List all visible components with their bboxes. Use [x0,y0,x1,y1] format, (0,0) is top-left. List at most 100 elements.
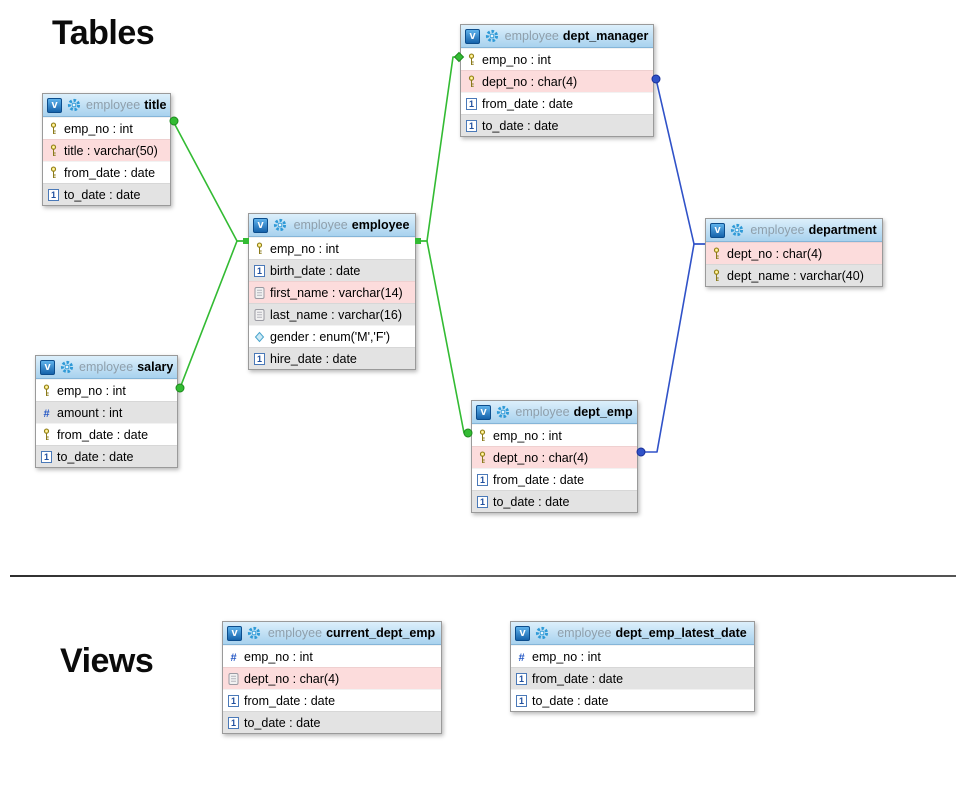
column-row-from_date[interactable]: from_date : date [43,161,170,183]
collapse-toggle-icon[interactable]: v [465,28,480,44]
column-row-title[interactable]: title : varchar(50) [43,139,170,161]
column-label: to_date : date [532,693,609,708]
text-icon [253,308,265,321]
column-row-hire_date[interactable]: 1 hire_date : date [249,347,415,369]
table-options-gear-icon[interactable] [67,98,81,112]
svg-text:1: 1 [230,718,235,728]
column-label: from_date : date [493,472,585,487]
table-options-gear-icon[interactable] [485,29,499,43]
date-icon: 1 [253,264,265,277]
column-label: to_date : date [493,494,570,509]
column-row-dept_name[interactable]: dept_name : varchar(40) [706,264,882,286]
column-label: hire_date : date [270,351,357,366]
key-icon [476,451,488,464]
column-row-dept_no[interactable]: dept_no : char(4) [461,70,653,92]
column-label: to_date : date [244,715,321,730]
column-row-from_date[interactable]: from_date : date [36,423,177,445]
column-label: from_date : date [64,165,156,180]
svg-text:1: 1 [256,354,261,364]
date-icon: 1 [515,672,527,685]
key-icon [47,122,59,135]
column-label: emp_no : int [270,241,339,256]
collapse-toggle-icon[interactable]: v [227,625,242,641]
column-row-emp_no[interactable]: emp_no : int [461,48,653,70]
column-row-first_name[interactable]: first_name : varchar(14) [249,281,415,303]
relation-line-employee-dept_emp [416,240,471,434]
column-row-dept_no[interactable]: dept_no : char(4) [706,242,882,264]
svg-text:1: 1 [479,475,484,485]
column-row-from_date[interactable]: 1 from_date : date [472,468,637,490]
date-icon: 1 [515,694,527,707]
collapse-toggle-icon[interactable]: v [253,217,268,233]
key-icon [253,242,265,255]
table-options-gear-icon[interactable] [730,223,744,237]
relation-endpoint-circle [169,116,179,126]
column-row-emp_no[interactable]: emp_no : int [472,424,637,446]
schema-name: employee [267,626,323,640]
svg-text:1: 1 [50,190,55,200]
column-row-amount[interactable]: #amount : int [36,401,177,423]
column-label: dept_no : char(4) [493,450,589,465]
column-row-emp_no[interactable]: emp_no : int [43,117,170,139]
collapse-toggle-icon[interactable]: v [710,222,725,238]
collapse-toggle-icon[interactable]: v [47,97,62,113]
key-icon [47,144,59,157]
column-label: emp_no : int [244,649,313,664]
key-icon [47,166,59,179]
column-row-emp_no[interactable]: emp_no : int [249,237,415,259]
column-row-last_name[interactable]: last_name : varchar(16) [249,303,415,325]
column-row-from_date[interactable]: 1 from_date : date [461,92,653,114]
column-row-emp_no[interactable]: #emp_no : int [511,645,754,667]
column-row-emp_no[interactable]: #emp_no : int [223,645,441,667]
table-options-gear-icon[interactable] [247,626,261,640]
collapse-toggle-icon[interactable]: v [515,625,530,641]
table-name: current_dept_emp [326,626,436,640]
table-options-gear-icon[interactable] [535,626,549,640]
collapse-toggle-icon[interactable]: v [40,359,55,375]
column-row-emp_no[interactable]: emp_no : int [36,379,177,401]
column-label: from_date : date [482,96,574,111]
schema-name: employee [515,405,570,419]
schema-name: employee [79,360,134,374]
column-row-dept_no[interactable]: dept_no : char(4) [472,446,637,468]
column-row-to_date[interactable]: 1 to_date : date [223,711,441,733]
table-options-gear-icon[interactable] [496,405,510,419]
column-row-gender[interactable]: gender : enum('M','F') [249,325,415,347]
collapse-toggle-icon[interactable]: v [476,404,491,420]
table-options-gear-icon[interactable] [273,218,287,232]
relation-line-dept_manager-department [655,78,705,245]
column-row-dept_no[interactable]: dept_no : char(4) [223,667,441,689]
column-label: title : varchar(50) [64,143,158,158]
table-options-gear-icon[interactable] [60,360,74,374]
enum-icon [253,331,265,343]
date-icon: 1 [465,97,477,110]
column-row-to_date[interactable]: 1 to_date : date [511,689,754,711]
